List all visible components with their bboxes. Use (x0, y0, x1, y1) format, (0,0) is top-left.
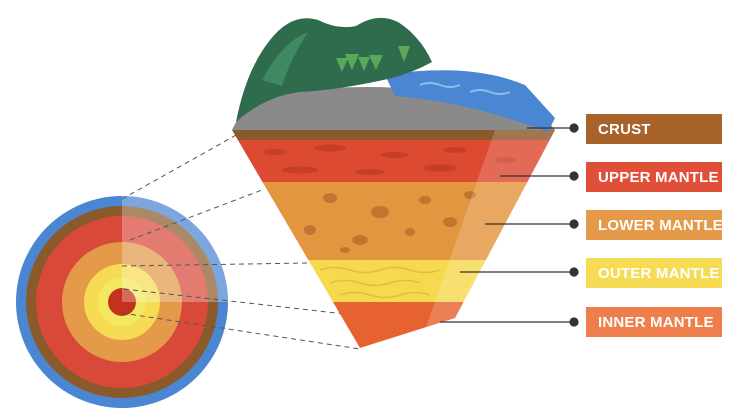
tree-icon (369, 55, 383, 70)
upper-mantle-texture (263, 144, 516, 175)
wedge-surface (232, 17, 555, 132)
tree-icon (358, 57, 370, 71)
leader-lines (440, 123, 579, 327)
leader-dot-crust (569, 123, 579, 133)
tree-icon (345, 54, 359, 70)
earth-cross-section-globe (16, 196, 228, 408)
earth-layers-wedge (232, 17, 555, 348)
connector-line (123, 288, 346, 315)
label-outer-mantle: OUTER MANTLE (586, 258, 722, 288)
leader-dot-upper-mantle (569, 171, 579, 181)
connector-line (121, 312, 361, 350)
globe-core (108, 288, 136, 316)
mountain-highlight (262, 32, 308, 86)
label-inner-mantle: INNER MANTLE (586, 307, 722, 337)
wedge-side-face (425, 130, 555, 330)
label-crust: CRUST (586, 114, 722, 144)
wedge-inner-mantle-band (232, 302, 555, 348)
globe-cutaway-highlight (122, 196, 228, 302)
connector-lines (121, 133, 361, 350)
leader-dot-lower-mantle (569, 219, 579, 229)
surface-mountains (236, 17, 432, 122)
connector-line (121, 262, 309, 267)
leader-dot-inner-mantle (569, 317, 579, 327)
surface-rock (232, 86, 555, 130)
tree-icons (336, 46, 410, 72)
connector-line (121, 133, 239, 200)
leader-dot-outer-mantle (569, 267, 579, 277)
ocean-wave (419, 82, 511, 95)
connector-line (129, 189, 263, 241)
tree-icon (398, 46, 410, 62)
label-lower-mantle: LOWER MANTLE (586, 210, 723, 240)
tree-icon (336, 58, 348, 72)
lower-mantle-texture (304, 191, 476, 253)
outer-mantle-texture (319, 266, 441, 299)
wedge-crust-band (232, 130, 555, 140)
surface-ocean (385, 70, 555, 132)
label-upper-mantle: UPPER MANTLE (586, 162, 722, 192)
